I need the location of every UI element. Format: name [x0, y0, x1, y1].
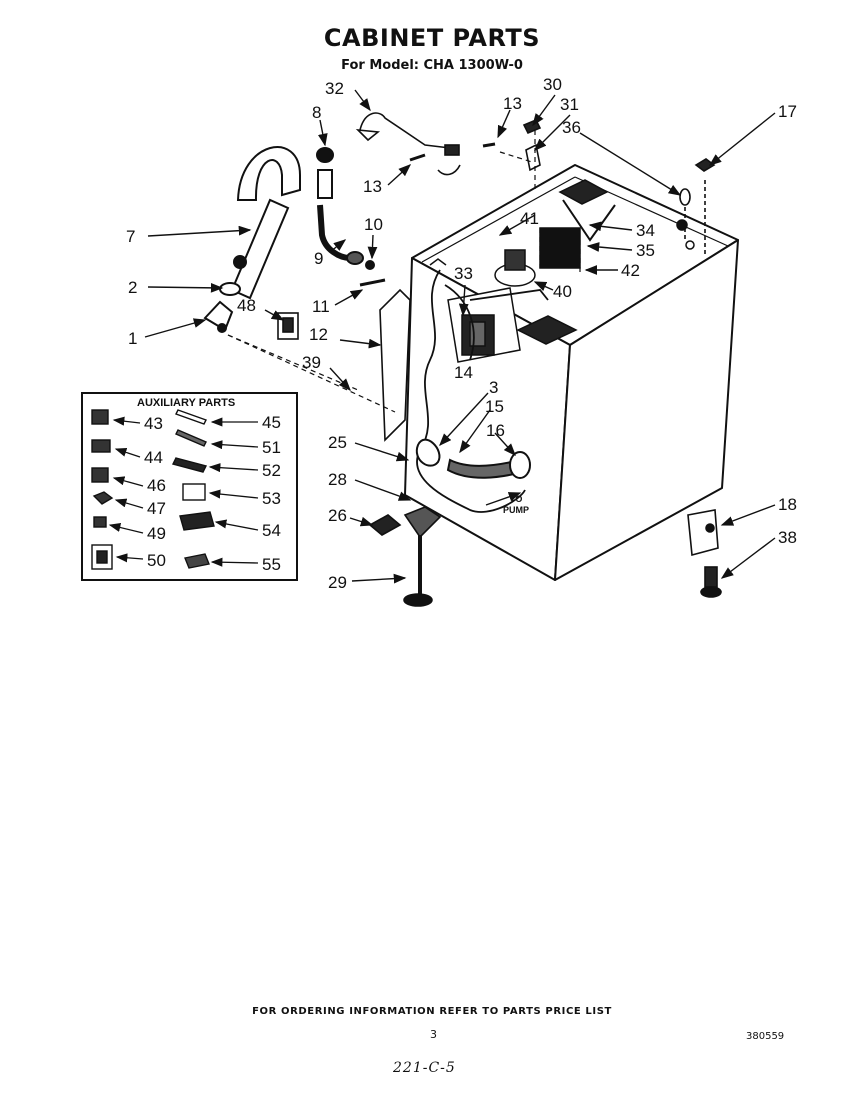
callout-13-left: 13	[363, 177, 382, 196]
callout-3: 3	[489, 378, 498, 397]
auxiliary-parts-title: AUXILIARY PARTS	[137, 397, 235, 409]
callout-26: 26	[328, 506, 347, 525]
to-label: TO	[510, 494, 522, 504]
callout-34: 34	[636, 221, 655, 240]
pump-label: PUMP	[503, 505, 529, 515]
callout-42: 42	[621, 261, 640, 280]
right-side-hardware	[679, 158, 722, 598]
auxiliary-parts-box: AUXILIARY PARTS	[81, 392, 298, 581]
aux-callout-51: 51	[262, 438, 281, 457]
callout-36: 36	[562, 118, 581, 137]
lid-switch	[355, 112, 461, 176]
lid-hinge-parts	[482, 118, 542, 172]
callout-11: 11	[312, 297, 330, 316]
callout-39: 39	[302, 353, 321, 372]
callout-40: 40	[553, 282, 572, 301]
callout-leaders	[144, 89, 776, 584]
leveling-leg-assembly	[368, 506, 442, 607]
callout-18: 18	[778, 495, 797, 514]
callout-29: 29	[328, 573, 347, 592]
callout-7: 7	[126, 227, 135, 246]
clip-bracket	[277, 312, 299, 340]
aux-part-icons	[91, 409, 215, 570]
callout-10: 10	[364, 215, 383, 234]
callout-33: 33	[454, 264, 473, 283]
timer-bracket	[447, 287, 521, 363]
callout-35: 35	[636, 241, 655, 260]
aux-leaders	[108, 416, 259, 567]
callout-13-top: 13	[503, 94, 522, 113]
document-number: 380559	[746, 1031, 785, 1042]
aux-callout-46: 46	[147, 476, 166, 495]
ordering-info-note: FOR ORDERING INFORMATION REFER TO PARTS …	[252, 1006, 612, 1017]
aux-callout-54: 54	[262, 521, 281, 540]
aux-callout-45: 45	[262, 413, 281, 432]
callout-9: 9	[314, 249, 323, 268]
aux-callout-49: 49	[147, 524, 166, 543]
callout-25: 25	[328, 433, 347, 452]
callout-15: 15	[485, 397, 504, 416]
callout-2: 2	[128, 278, 137, 297]
mounting-bracket	[379, 288, 411, 442]
aux-callout-50: 50	[147, 551, 166, 570]
callout-41: 41	[520, 209, 539, 228]
callout-17: 17	[778, 102, 797, 121]
aux-callout-44: 44	[144, 448, 163, 467]
callout-16: 16	[486, 421, 505, 440]
callout-31: 31	[560, 95, 579, 114]
drain-hose	[230, 146, 301, 300]
aux-callout-43: 43	[144, 414, 163, 433]
page-title: CABINET PARTS	[323, 24, 541, 52]
pressure-switch	[494, 249, 536, 287]
callout-28: 28	[328, 470, 347, 489]
aux-callout-53: 53	[262, 489, 281, 508]
internal-hoses	[415, 438, 531, 479]
aux-callout-47: 47	[147, 499, 166, 518]
callout-1: 1	[128, 329, 137, 348]
aux-callout-52: 52	[262, 461, 281, 480]
callout-38: 38	[778, 528, 797, 547]
handwritten-note: 221-C-5	[393, 1060, 456, 1076]
callout-8: 8	[312, 103, 321, 122]
callout-labels: 1 2 3 7 8 9 10 11 12 13 13 14 15 16 17 1…	[126, 75, 797, 592]
model-subtitle: For Model: CHA 1300W-0	[341, 58, 523, 73]
callout-12: 12	[309, 325, 328, 344]
callout-32: 32	[325, 79, 344, 98]
callout-30: 30	[543, 75, 562, 94]
callout-14: 14	[454, 363, 473, 382]
callout-48: 48	[237, 296, 256, 315]
aux-callout-55: 55	[262, 555, 281, 574]
page-number: 3	[430, 1028, 437, 1041]
hose-elbow-and-clamp	[203, 282, 241, 333]
